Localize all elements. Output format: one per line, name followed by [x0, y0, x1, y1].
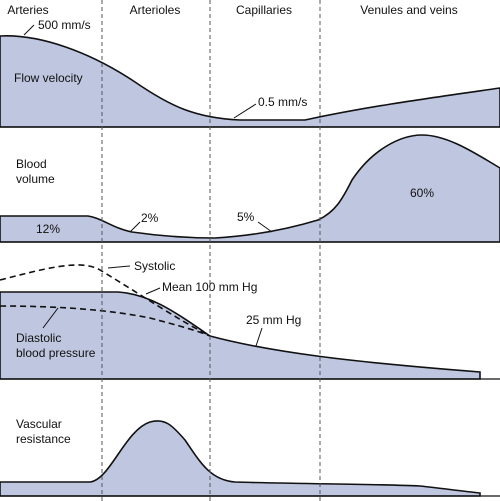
blood-volume-label-line-1: Blood: [16, 157, 47, 171]
systolic-pressure-curve: [0, 264, 211, 337]
column-header-capillaries: Capillaries: [236, 3, 292, 17]
mean-pressure-area: [0, 291, 481, 380]
annotation-5-percent: 5%: [237, 210, 255, 224]
flow-velocity-area: [0, 35, 500, 128]
diastolic-label-line-2: blood pressure: [16, 346, 96, 360]
leader-25-mm-hg: [255, 327, 263, 347]
diastolic-label-line-1: Diastolic: [16, 331, 61, 345]
diastolic-pressure-curve: [0, 305, 211, 337]
panel-blood-pressure: Systolic Mean 100 mm Hg 25 mm Hg Diastol…: [0, 259, 500, 380]
annotation-500-mm-s: 500 mm/s: [38, 18, 91, 32]
annotation-25-mm-hg: 25 mm Hg: [246, 313, 301, 327]
leader-mean-pressure: [145, 287, 161, 295]
flow-velocity-label: Flow velocity: [14, 71, 83, 85]
leader-systolic: [107, 265, 131, 269]
annotation-60-percent: 60%: [410, 186, 434, 200]
leader-2-percent: [129, 221, 141, 233]
leader-diastolic: [42, 307, 59, 329]
vascular-resistance-label-line-1: Vascular: [16, 417, 62, 431]
panel-blood-volume: Blood volume 12% 2% 5% 60%: [0, 134, 500, 243]
vascular-resistance-label-line-2: resistance: [16, 432, 71, 446]
annotation-2-percent: 2%: [141, 211, 159, 225]
column-header-venules-veins: Venules and veins: [360, 3, 457, 17]
vascular-resistance-area: [0, 420, 481, 497]
column-header-arteries: Arteries: [7, 3, 48, 17]
annotation-systolic: Systolic: [134, 259, 175, 273]
panel-flow-velocity: Flow velocity 500 mm/s 0.5 mm/s: [0, 18, 500, 128]
panel-vascular-resistance: Vascular resistance: [0, 417, 500, 497]
blood-volume-label-line-2: volume: [16, 172, 55, 186]
annotation-12-percent: 12%: [36, 222, 60, 236]
leader-500-mm-s: [23, 24, 35, 36]
blood-volume-area: [0, 134, 500, 243]
column-dividers: [101, 0, 321, 501]
column-headers: Arteries Arterioles Capillaries Venules …: [7, 3, 457, 17]
leader-5-percent: [257, 221, 273, 233]
annotation-0-5-mm-s: 0.5 mm/s: [258, 95, 307, 109]
column-header-arterioles: Arterioles: [130, 3, 181, 17]
leader-0-5-mm-s: [233, 103, 257, 119]
